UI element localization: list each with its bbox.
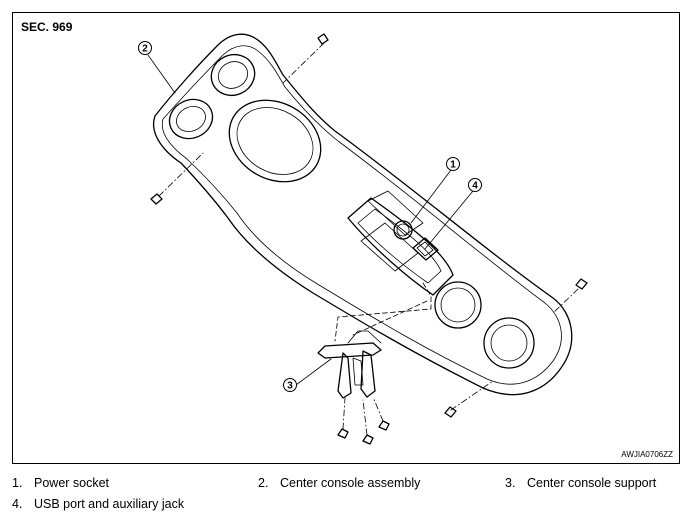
svg-text:3: 3 xyxy=(287,381,293,392)
legend-label: Center console support xyxy=(527,476,657,490)
center-console-assembly xyxy=(153,33,573,396)
svg-text:1: 1 xyxy=(450,160,456,171)
rear-cup-holders xyxy=(168,53,256,140)
image-code: AWJIA0706ZZ xyxy=(621,450,673,459)
section-label: SEC. 969 xyxy=(21,20,73,34)
storage-bin xyxy=(228,99,322,183)
svg-text:2: 2 xyxy=(142,44,148,55)
legend-item-1: 1. Power socket xyxy=(12,476,109,490)
legend-number: 3. xyxy=(505,476,516,490)
legend-label: Power socket xyxy=(34,476,110,490)
center-console-support xyxy=(317,330,382,399)
legend-item-3: 3. Center console support xyxy=(505,476,656,490)
callout-2: 2 xyxy=(138,41,152,55)
callout-3: 3 xyxy=(283,378,297,392)
legend-label: USB port and auxiliary jack xyxy=(34,497,185,511)
svg-text:4: 4 xyxy=(472,181,478,192)
legend-item-4: 4. USB port and auxiliary jack xyxy=(12,497,184,511)
legend-number: 4. xyxy=(12,497,23,511)
callout-1: 1 xyxy=(446,157,460,171)
legend-label: Center console assembly xyxy=(280,476,421,490)
callout-4: 4 xyxy=(468,178,482,192)
front-cup-holders xyxy=(434,281,535,369)
legend-number: 2. xyxy=(258,476,269,490)
console-diagram: 2 1 4 3 xyxy=(138,33,588,445)
legend-number: 1. xyxy=(12,476,23,490)
legend-item-2: 2. Center console assembly xyxy=(258,476,420,490)
power-socket xyxy=(393,220,413,240)
shifter-panel xyxy=(347,190,454,296)
usb-port xyxy=(412,237,439,261)
diagram-frame: SEC. 969 xyxy=(12,12,680,464)
fasteners xyxy=(150,33,588,445)
